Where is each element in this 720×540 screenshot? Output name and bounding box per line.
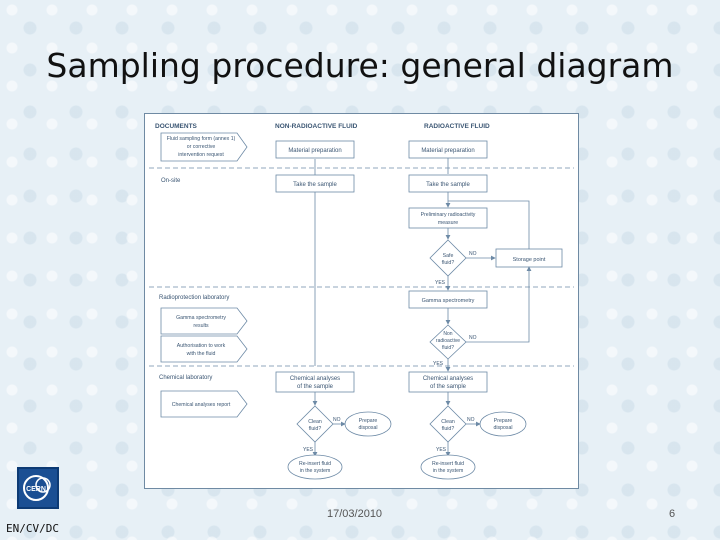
svg-text:Gamma spectrometry: Gamma spectrometry	[422, 298, 475, 304]
svg-text:Safe: Safe	[443, 253, 454, 259]
svg-text:Non: Non	[443, 331, 452, 337]
svg-text:of the sample: of the sample	[297, 384, 334, 390]
svg-text:Re-insert fluid: Re-insert fluid	[299, 461, 331, 467]
svg-text:NO: NO	[469, 335, 477, 341]
svg-text:in the system: in the system	[433, 468, 464, 474]
slide-title: Sampling procedure: general diagram	[46, 46, 674, 85]
svg-text:disposal: disposal	[493, 425, 512, 431]
svg-text:YES: YES	[436, 447, 447, 453]
svg-text:NO: NO	[469, 251, 477, 257]
svg-text:Fluid sampling form (annex 1): Fluid sampling form (annex 1)	[167, 136, 236, 142]
svg-text:CERN: CERN	[26, 486, 46, 493]
box-nr-material-prep	[275, 140, 355, 159]
column-header-radioactive: RADIOACTIVE FLUID	[424, 123, 490, 130]
svg-text:Material preparation: Material preparation	[421, 148, 474, 154]
doc-chem-report: Chemical analyses report	[160, 390, 248, 418]
svg-text:fluid?: fluid?	[442, 345, 454, 351]
svg-text:Authorisation to work: Authorisation to work	[177, 343, 226, 349]
ellipse-r-re-insert	[420, 454, 476, 480]
svg-text:results: results	[193, 323, 209, 329]
svg-text:Prepare: Prepare	[494, 418, 513, 424]
svg-text:NO: NO	[467, 417, 475, 423]
doc-authorisation: Authorisation to work with the fluid	[160, 335, 248, 363]
svg-text:intervention request: intervention request	[178, 152, 224, 158]
ellipse-nr-re-insert	[287, 454, 343, 480]
footer-department: EN/CV/DC	[6, 522, 59, 535]
svg-text:YES: YES	[435, 280, 446, 286]
page-number: 6	[669, 508, 676, 520]
cern-logo: CERN	[17, 467, 59, 509]
svg-text:Storage point: Storage point	[513, 257, 546, 263]
box-nr-take-sample	[275, 174, 355, 193]
svg-text:measure: measure	[438, 220, 458, 226]
svg-text:Prepare: Prepare	[359, 418, 378, 424]
svg-text:fluid?: fluid?	[442, 426, 455, 432]
svg-text:Preliminary radioactivity: Preliminary radioactivity	[421, 212, 476, 218]
svg-text:fluid?: fluid?	[309, 426, 322, 432]
svg-text:Take the sample: Take the sample	[426, 182, 470, 188]
footer-date: 17/03/2010	[327, 508, 383, 520]
svg-text:YES: YES	[303, 447, 314, 453]
ellipse-r-prepare-disposal	[479, 411, 527, 437]
svg-text:YES: YES	[433, 361, 444, 367]
flowchart-diagram: DOCUMENTS NON-RADIOACTIVE FLUID RADIOACT…	[144, 113, 579, 489]
svg-text:Material preparation: Material preparation	[288, 148, 341, 154]
svg-text:Chemical analyses: Chemical analyses	[290, 376, 340, 382]
svg-text:Gamma spectrometry: Gamma spectrometry	[176, 315, 226, 321]
svg-text:disposal: disposal	[358, 425, 377, 431]
doc-gamma-results: Gamma spectrometry results	[160, 307, 248, 335]
svg-text:Chemical analyses: Chemical analyses	[423, 376, 473, 382]
column-header-documents: DOCUMENTS	[155, 123, 198, 130]
svg-text:in the system: in the system	[300, 468, 331, 474]
svg-text:NO: NO	[333, 417, 341, 423]
svg-text:fluid?: fluid?	[442, 260, 455, 266]
svg-text:Clean: Clean	[441, 419, 455, 425]
svg-text:Re-insert fluid: Re-insert fluid	[432, 461, 464, 467]
lane-label-radioprotection-lab: Radioprotection laboratory	[159, 295, 229, 301]
svg-text:radioactive: radioactive	[436, 338, 460, 344]
lane-label-chemical-lab: Chemical laboratory	[159, 375, 212, 381]
lane-label-on-site: On-site	[161, 178, 181, 184]
svg-text:Clean: Clean	[308, 419, 322, 425]
svg-text:Chemical analyses report: Chemical analyses report	[172, 402, 231, 408]
svg-text:or corrective: or corrective	[187, 144, 216, 150]
ellipse-nr-prepare-disposal	[344, 411, 392, 437]
doc-sampling-form: Fluid sampling form (annex 1) or correct…	[160, 132, 248, 162]
svg-text:Take the sample: Take the sample	[293, 182, 337, 188]
svg-text:with the fluid: with the fluid	[187, 351, 216, 357]
column-header-non-radioactive: NON-RADIOACTIVE FLUID	[275, 123, 358, 130]
svg-text:of the sample: of the sample	[430, 384, 467, 390]
